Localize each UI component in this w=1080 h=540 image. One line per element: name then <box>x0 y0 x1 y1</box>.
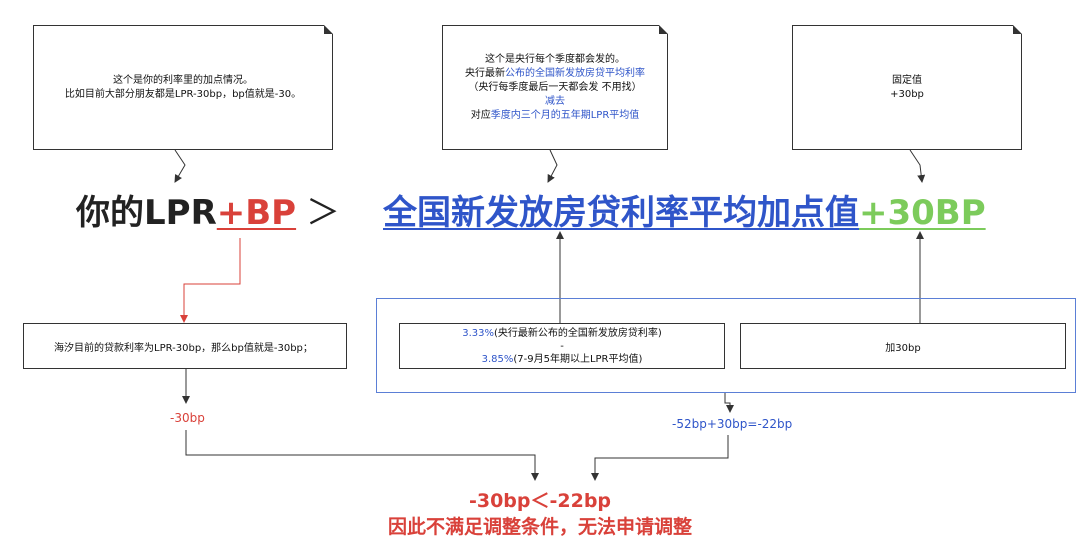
middle-box-line2: - <box>560 340 564 352</box>
middle-note-line2-highlight: 公布的全国新发放房贷平均利率 <box>505 67 645 79</box>
right-note-fold <box>1013 25 1022 34</box>
right-note-line2: +30bp <box>890 88 924 100</box>
formula-right-avg: 全国新发放房贷利率平均加点值 <box>383 193 859 233</box>
formula-left-bp: +BP <box>216 193 297 233</box>
left-note-fold <box>324 25 333 34</box>
final-compare: -30bp＜-22bp <box>468 490 612 512</box>
left-box: 海汐目前的贷款利率为LPR-30bp，那么bp值就是-30bp； <box>23 323 347 369</box>
middle-note-tail <box>547 149 558 183</box>
left-box-text: 海汐目前的贷款利率为LPR-30bp，那么bp值就是-30bp； <box>54 342 313 354</box>
bp-to-left-box-line <box>180 238 241 323</box>
right-result: -52bp+30bp=-22bp <box>672 417 793 431</box>
middle-note-line3: （央行每季度最后一天都会发 不用找） <box>468 81 642 93</box>
middle-box-line3: 3.85%(7-9月5年期以上LPR平均值) <box>481 353 643 365</box>
middle-box-rate: 3.33% <box>462 327 494 339</box>
final-conclusion: 因此不满足调整条件，无法申请调整 <box>387 516 692 538</box>
middle-note-line5: 对应季度内三个月的五年期LPR平均值 <box>470 109 640 121</box>
left-note-tail <box>174 149 186 183</box>
right-note: 固定值 +30bp <box>792 25 1022 150</box>
middle-note-line5-highlight: 季度内三个月的五年期LPR平均值 <box>490 109 640 121</box>
middle-note-line4: 减去 <box>545 95 565 107</box>
formula-left: 你的LPR+BP <box>76 185 296 234</box>
middle-note-fold <box>659 25 668 34</box>
middle-box: 3.33%(央行最新公布的全国新发放房贷利率) - 3.85%(7-9月5年期以… <box>399 323 725 369</box>
left-note: 这个是你的利率里的加点情况。 比如目前大部分朋友都是LPR-30bp，bp值就是… <box>33 25 333 150</box>
left-note-line2: 比如目前大部分朋友都是LPR-30bp，bp值就是-30。 <box>64 88 302 100</box>
left-note-line1: 这个是你的利率里的加点情况。 <box>113 74 253 86</box>
formula-right-bp: +30BP <box>859 193 986 233</box>
middle-note: 这个是央行每个季度都会发的。 央行最新公布的全国新发放房贷平均利率 （央行每季度… <box>442 25 668 150</box>
blue-group <box>376 298 1076 393</box>
right-box: 加30bp <box>740 323 1066 369</box>
middle-box-line1: 3.33%(央行最新公布的全国新发放房贷利率) <box>462 327 662 339</box>
middle-note-line2: 央行最新公布的全国新发放房贷平均利率 <box>465 67 645 79</box>
right-note-line1: 固定值 <box>892 74 922 86</box>
right-note-tail <box>909 149 926 183</box>
formula-left-lpr: 你的LPR <box>76 193 217 233</box>
formula-right: 全国新发放房贷利率平均加点值+30BP <box>383 185 986 234</box>
group-down-arrow <box>724 393 734 413</box>
formula-comparator: ＞ <box>306 193 340 233</box>
middle-note-line1: 这个是央行每个季度都会发的。 <box>485 53 625 65</box>
left-to-final-line <box>185 430 539 481</box>
middle-box-lpr: 3.85% <box>481 353 514 365</box>
left-result: -30bp <box>170 411 205 425</box>
right-to-final-line <box>591 435 729 481</box>
right-box-text: 加30bp <box>885 342 921 354</box>
